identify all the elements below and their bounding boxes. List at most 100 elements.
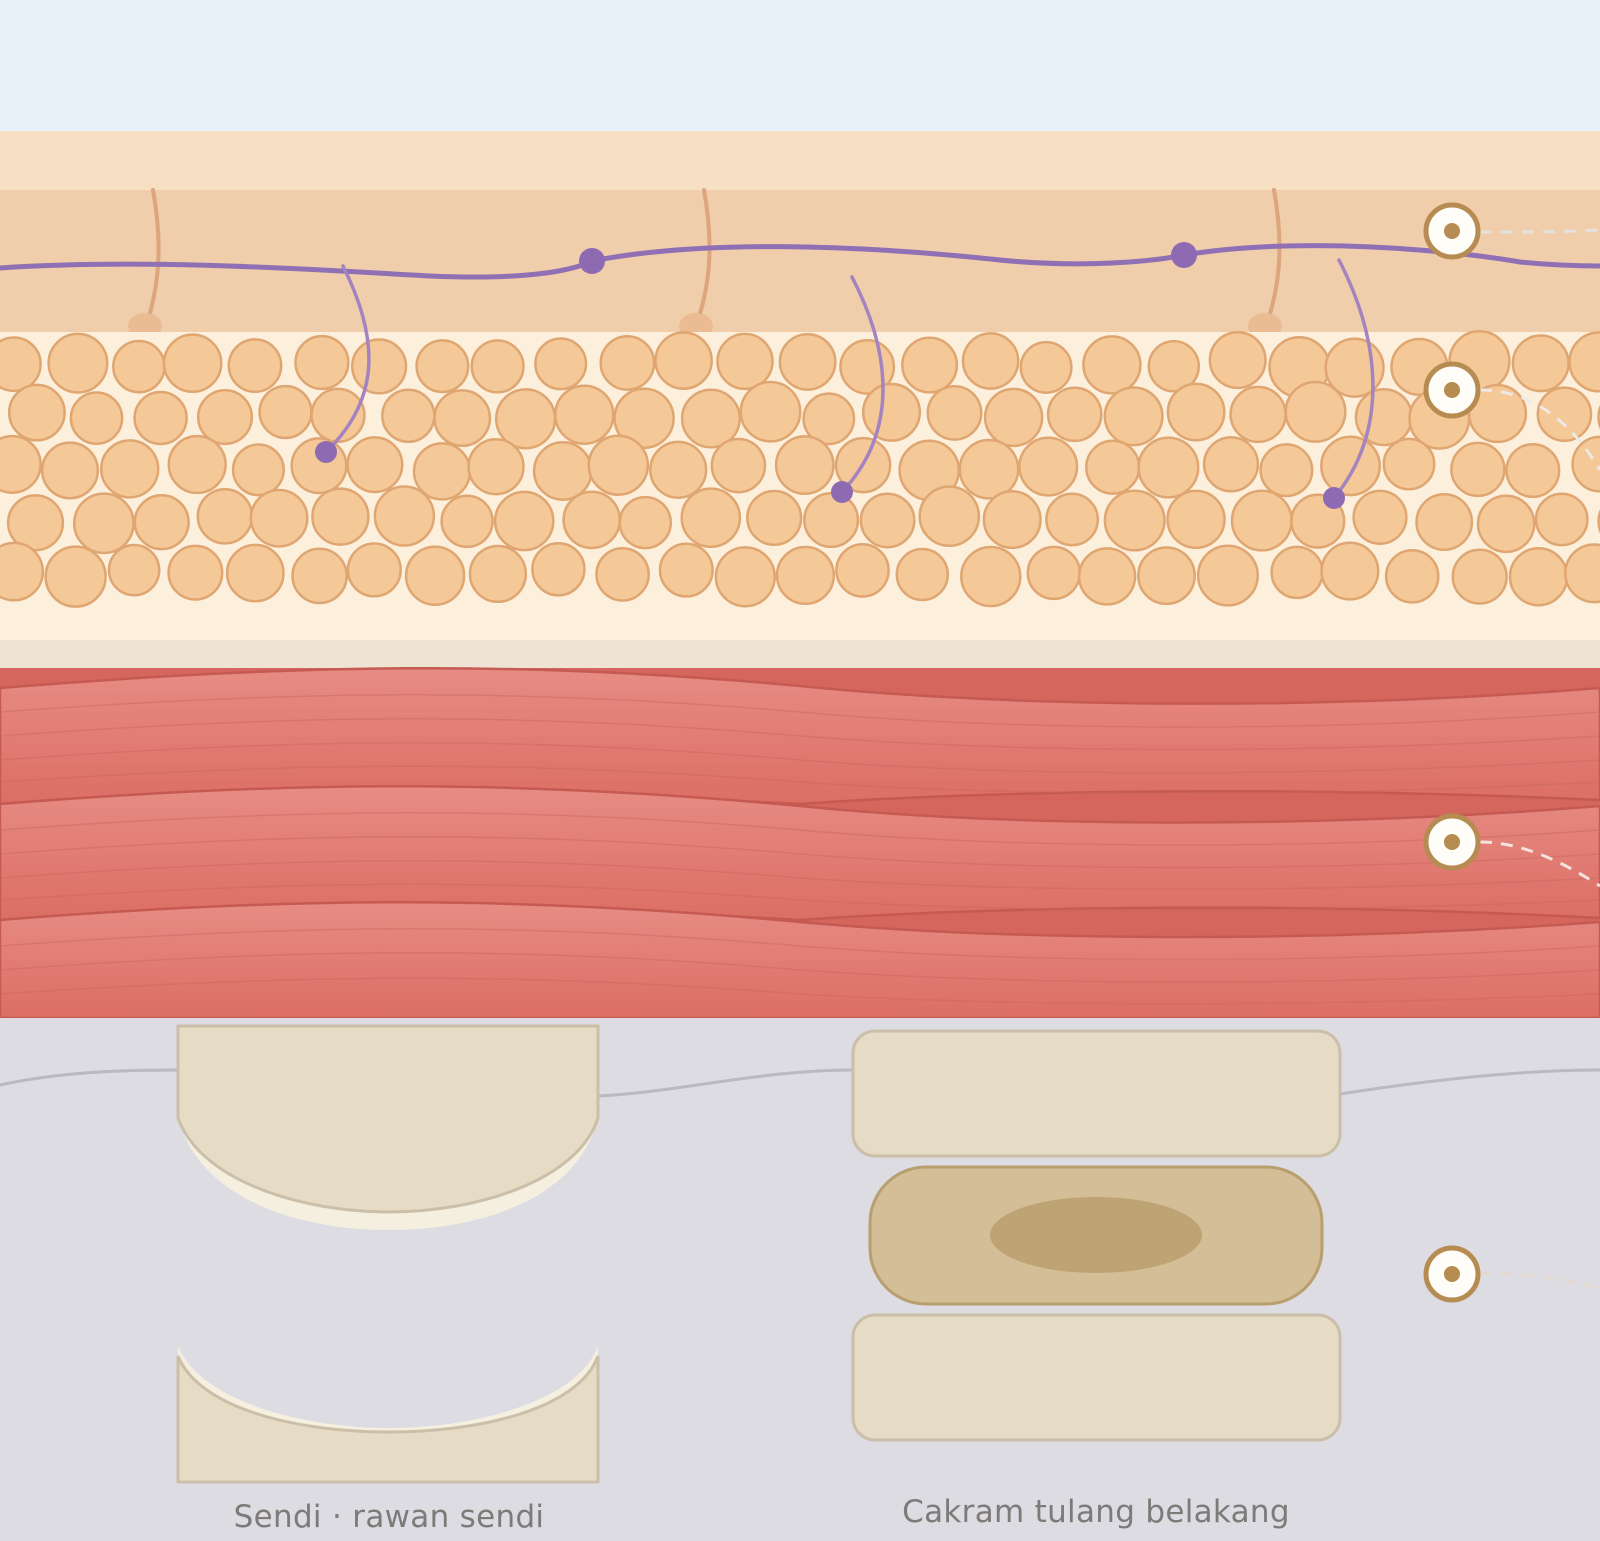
fat-cell — [225, 543, 285, 603]
dermis-layer — [0, 190, 1600, 332]
fat-cell — [1019, 340, 1073, 394]
fat-cell — [716, 332, 774, 391]
layer-markers — [1423, 202, 1481, 1303]
fat-cell — [258, 384, 313, 440]
nerve-ending — [831, 481, 853, 503]
fat-cell — [680, 487, 742, 549]
fat-cell — [746, 489, 803, 547]
fat-cell — [0, 336, 42, 393]
fat-cell — [1564, 543, 1600, 604]
fat-cell — [1354, 387, 1414, 447]
fat-cell — [714, 546, 776, 608]
nerve-branch — [840, 275, 885, 494]
fat-cell — [1536, 386, 1593, 443]
fat-cell — [1382, 437, 1436, 491]
fat-cell — [167, 544, 224, 601]
fat-cell — [960, 545, 1022, 608]
fat-cell — [1320, 435, 1381, 497]
fat-cell — [1505, 442, 1561, 499]
nerve-ending — [1323, 487, 1345, 509]
nerve-nodes — [315, 242, 1345, 509]
fat-cell — [613, 387, 675, 450]
fat-cell — [861, 382, 922, 442]
fat-cell — [531, 542, 586, 597]
fat-cell — [404, 545, 466, 606]
fat-cell — [373, 485, 436, 547]
fat-cell — [346, 436, 404, 494]
fat-cell — [167, 434, 227, 495]
fat-cell — [775, 545, 836, 606]
fat-cell — [196, 487, 254, 545]
joint-upper-bone — [176, 1024, 600, 1230]
fat-cell — [1415, 493, 1474, 551]
fat-cell — [0, 434, 42, 494]
fat-cell — [1103, 489, 1166, 552]
fat-cell — [926, 384, 983, 441]
nerve-branch — [324, 264, 371, 454]
fat-cell — [72, 492, 135, 555]
fat-cell — [350, 338, 408, 395]
nerves — [0, 243, 1600, 500]
fat-cell — [433, 389, 492, 448]
fat-cell — [468, 544, 528, 604]
fat-cell — [47, 332, 109, 394]
nerve-main — [0, 243, 1600, 280]
fat-cell — [680, 388, 741, 449]
fat-cell — [1166, 382, 1226, 442]
fat-cell — [1230, 489, 1293, 552]
hair-follicle — [1266, 188, 1282, 322]
fat-cell — [294, 334, 350, 391]
fat-cell — [7, 383, 66, 442]
fat-cell — [1384, 548, 1440, 604]
fat-cell — [1450, 441, 1506, 498]
fat-cell — [1534, 492, 1589, 547]
fat-cell — [1026, 545, 1082, 601]
fat-cell — [6, 494, 65, 552]
fat-cell — [133, 390, 188, 446]
muscle-fibers — [0, 693, 1600, 1005]
fat-cell — [412, 442, 472, 501]
vertebra-upper — [851, 1029, 1342, 1158]
nerve-branch — [1332, 258, 1375, 500]
fat-cell — [532, 441, 593, 501]
fat-cell — [778, 332, 837, 391]
fat-cell — [1270, 545, 1324, 600]
fat-cell — [835, 543, 890, 598]
fat-cell — [918, 485, 981, 548]
nerve-node — [579, 248, 605, 274]
fat-cell — [803, 491, 860, 549]
fat-cell — [961, 332, 1020, 390]
fat-cell — [1045, 492, 1100, 547]
leader-lines — [1479, 228, 1600, 1290]
fat-cell — [649, 440, 708, 499]
fat-cell — [1166, 489, 1226, 550]
nerve-ending — [315, 441, 337, 463]
fat-cell — [1451, 548, 1508, 605]
fat-cell — [901, 336, 959, 394]
fat-cell — [231, 443, 285, 497]
hair-follicles — [146, 188, 1282, 322]
fat-cell — [1467, 383, 1528, 444]
hair-follicle — [146, 188, 161, 322]
fat-cell — [0, 541, 45, 602]
vertebra-lower — [851, 1313, 1342, 1442]
fat-cell — [291, 547, 348, 605]
fat-cell — [658, 542, 714, 598]
fat-cell — [1259, 443, 1314, 498]
fat-cell — [1137, 546, 1196, 606]
fat-cell — [1320, 541, 1380, 601]
fat-cell — [311, 487, 370, 546]
fat-cell — [1046, 386, 1103, 443]
joint-label: Sendi · rawan sendi — [233, 1499, 545, 1535]
fat-cell — [595, 547, 650, 602]
fat-cell — [440, 494, 494, 549]
fat-cell — [618, 495, 673, 550]
fat-cell — [534, 337, 588, 391]
fat-cell — [859, 492, 916, 549]
nerve-node — [1171, 242, 1197, 268]
fat-cell — [467, 437, 525, 496]
disc-label: Cakram tulang belakang — [902, 1494, 1290, 1530]
fat-cell — [1229, 385, 1287, 444]
